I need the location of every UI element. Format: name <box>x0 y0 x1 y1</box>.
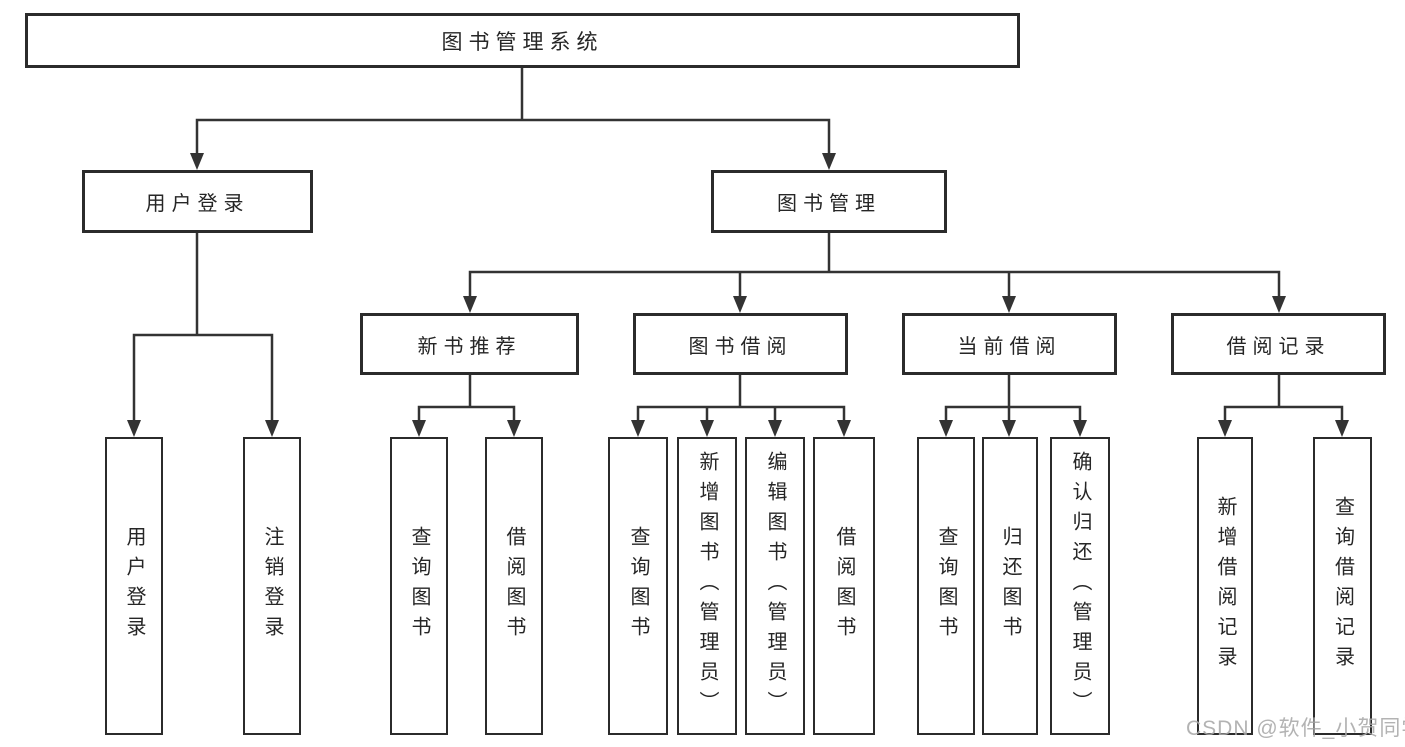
leaf-borrow-query: 查询图书 <box>608 437 668 735</box>
watermark-text: CSDN @软件_小贺同学 <box>1186 717 1405 740</box>
node-borrow-records-label: 借阅记录 <box>1226 335 1331 358</box>
leaf-borrow-query-label: 查询图书 <box>627 526 649 646</box>
leaf-records-add-label: 新增借阅记录 <box>1214 496 1236 676</box>
leaf-borrow-edit-label: 编辑图书（管理员） <box>764 451 786 721</box>
node-current-borrow: 当前借阅 <box>902 313 1117 375</box>
leaf-records-query: 查询借阅记录 <box>1313 437 1372 735</box>
leaf-current-confirm: 确认归还（管理员） <box>1050 437 1110 735</box>
node-book-mgmt: 图书管理 <box>711 170 947 233</box>
leaf-user-login: 用户登录 <box>105 437 163 735</box>
leaf-current-query: 查询图书 <box>917 437 975 735</box>
node-new-book-label: 新书推荐 <box>417 335 522 358</box>
node-root-label: 图书管理系统 <box>441 30 604 54</box>
arrowheads <box>127 153 1349 437</box>
leaf-current-return: 归还图书 <box>982 437 1038 735</box>
leaf-newbook-query: 查询图书 <box>390 437 448 735</box>
leaf-current-confirm-label: 确认归还（管理员） <box>1069 451 1091 721</box>
node-new-book: 新书推荐 <box>360 313 579 375</box>
node-root: 图书管理系统 <box>25 13 1020 68</box>
leaf-logout-label: 注销登录 <box>261 526 283 646</box>
leaf-borrow-edit: 编辑图书（管理员） <box>745 437 805 735</box>
leaf-newbook-borrow-label: 借阅图书 <box>503 526 525 646</box>
leaf-records-query-label: 查询借阅记录 <box>1331 496 1354 676</box>
node-borrow-records: 借阅记录 <box>1171 313 1386 375</box>
leaf-newbook-borrow: 借阅图书 <box>485 437 543 735</box>
leaf-user-login-label: 用户登录 <box>123 526 145 646</box>
node-user-login-label: 用户登录 <box>145 193 250 215</box>
leaf-records-add: 新增借阅记录 <box>1197 437 1253 735</box>
leaf-borrow-add: 新增图书（管理员） <box>677 437 737 735</box>
leaf-borrow-borrow: 借阅图书 <box>813 437 875 735</box>
leaf-borrow-borrow-label: 借阅图书 <box>833 526 855 646</box>
leaf-current-return-label: 归还图书 <box>999 526 1021 646</box>
leaf-logout: 注销登录 <box>243 437 301 735</box>
node-book-borrow-label: 图书借阅 <box>688 335 793 358</box>
leaf-borrow-add-label: 新增图书（管理员） <box>696 451 718 721</box>
node-current-borrow-label: 当前借阅 <box>957 335 1062 358</box>
node-user-login: 用户登录 <box>82 170 313 233</box>
node-book-borrow: 图书借阅 <box>633 313 848 375</box>
leaf-newbook-query-label: 查询图书 <box>408 526 430 646</box>
node-book-mgmt-label: 图书管理 <box>777 193 881 215</box>
leaf-current-query-label: 查询图书 <box>935 526 957 646</box>
